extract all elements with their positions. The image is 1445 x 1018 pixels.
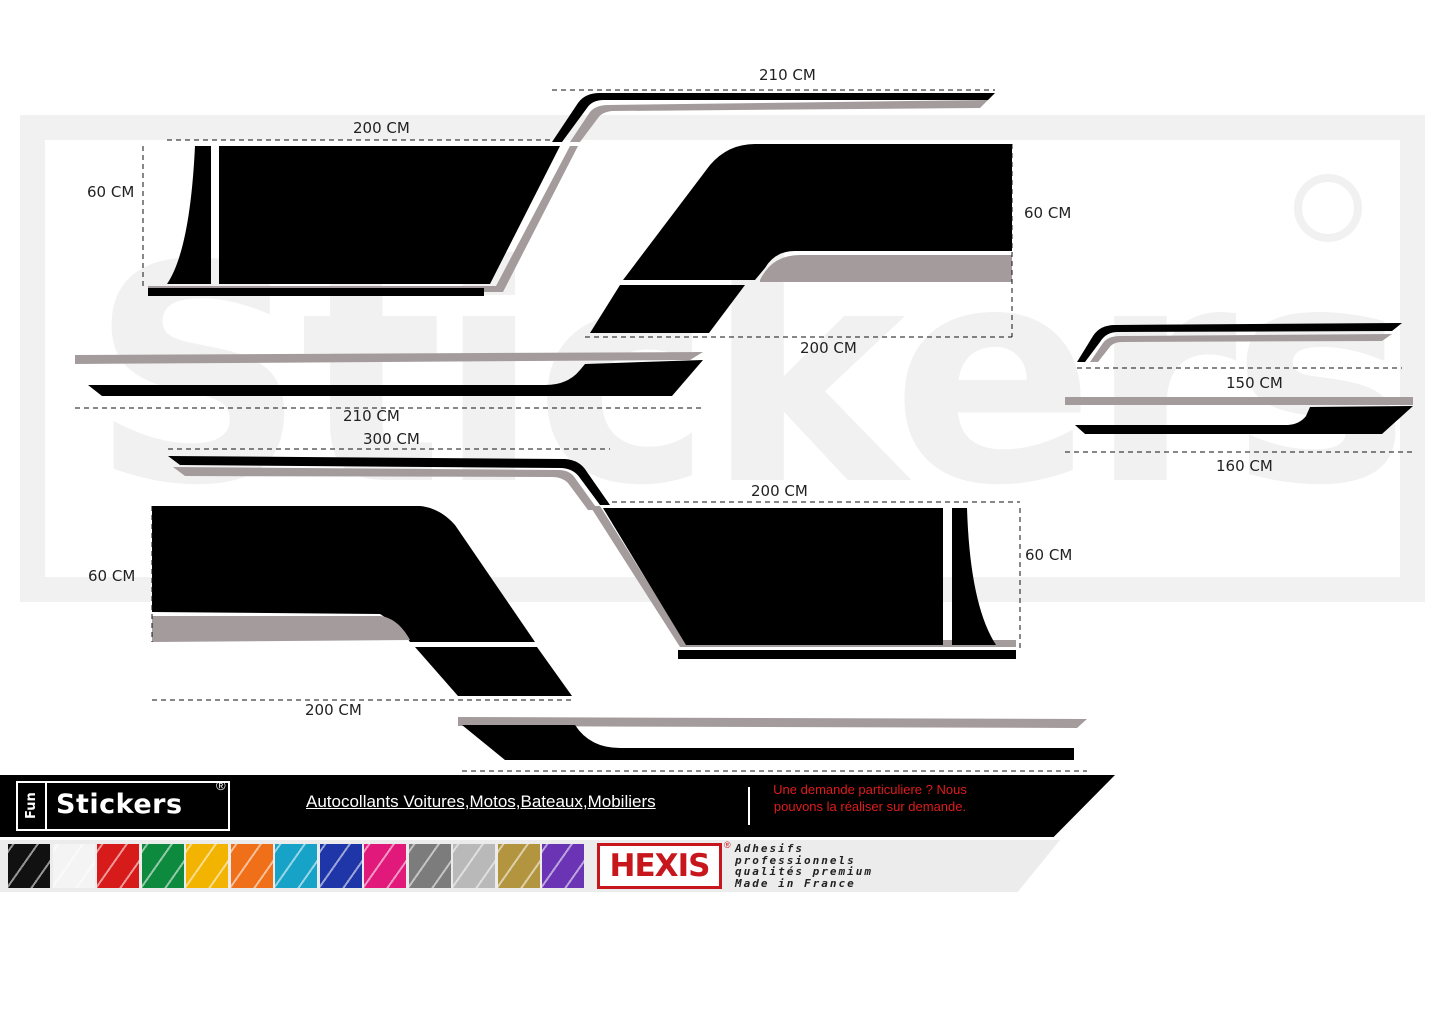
hexis-registered-mark: ® bbox=[724, 840, 731, 850]
color-swatch[interactable] bbox=[8, 844, 50, 888]
lower-long-stripe bbox=[168, 456, 610, 510]
hexis-line-3: qualités premium bbox=[735, 865, 873, 878]
middle-long-stripe bbox=[75, 352, 703, 396]
color-swatch[interactable] bbox=[408, 844, 451, 888]
lower-front-panel bbox=[152, 506, 572, 696]
color-swatch[interactable] bbox=[497, 844, 540, 888]
color-swatch[interactable] bbox=[230, 844, 273, 888]
brand-banner: Fun Stickers ® Autocollants Voitures,Mot… bbox=[0, 775, 1115, 837]
color-swatch-bar: HEXIS ® Adhesifs professionnels qualités… bbox=[0, 840, 1060, 892]
hexis-logo: HEXIS bbox=[597, 843, 722, 889]
dim-rear-right-height: 60 CM bbox=[1024, 204, 1071, 222]
banner-divider bbox=[748, 787, 750, 825]
lower-rear-panel bbox=[590, 506, 1016, 659]
dimension-lines bbox=[75, 89, 1413, 772]
tagline-link[interactable]: Autocollants Voitures,Motos,Bateaux,Mobi… bbox=[306, 792, 656, 811]
color-swatch[interactable] bbox=[453, 844, 495, 888]
fun-stickers-logo: Fun Stickers ® bbox=[16, 778, 230, 831]
upper-top-stripe bbox=[552, 93, 995, 142]
bottom-stripe bbox=[458, 717, 1087, 760]
dim-front-top-width: 200 CM bbox=[353, 119, 410, 137]
dim-lower-right-height: 60 CM bbox=[1025, 546, 1072, 564]
color-swatch[interactable] bbox=[97, 844, 139, 888]
watermark-reg-icon bbox=[1294, 174, 1362, 242]
color-swatch[interactable] bbox=[364, 844, 406, 888]
banner-background bbox=[0, 775, 1115, 837]
color-swatch[interactable] bbox=[52, 844, 95, 888]
color-swatch[interactable] bbox=[186, 844, 228, 888]
hexis-line-2: professionnels bbox=[735, 853, 856, 867]
small-right-stripes bbox=[1065, 323, 1413, 434]
dim-front-left-height: 60 CM bbox=[87, 183, 134, 201]
dim-lower-left-height: 60 CM bbox=[88, 567, 135, 585]
dim-small-bottom-width: 160 CM bbox=[1216, 457, 1273, 475]
hexis-brand-text: HEXIS bbox=[609, 848, 711, 884]
upper-rear-panel bbox=[590, 144, 1012, 333]
hexis-description: Adhesifs professionnels qualités premium… bbox=[735, 843, 935, 889]
logo-separator bbox=[45, 783, 47, 829]
special-request-text: Une demande particuliere ? Nous pouvons … bbox=[773, 782, 967, 814]
color-swatch[interactable] bbox=[275, 844, 317, 888]
logo-registered-mark: ® bbox=[216, 778, 226, 793]
dim-top-gray-stripe: 210 CM bbox=[759, 66, 816, 84]
dim-mid-stripe-width: 210 CM bbox=[343, 407, 400, 425]
logo-fun-text: Fun bbox=[24, 792, 39, 820]
hexis-line-4: Made in France bbox=[735, 876, 856, 890]
color-swatch[interactable] bbox=[542, 844, 584, 888]
dim-small-top-width: 150 CM bbox=[1226, 374, 1283, 392]
dim-lower-right-top-width: 200 CM bbox=[751, 482, 808, 500]
dimension-labels: 210 CM 200 CM 60 CM 60 CM 200 CM 210 CM … bbox=[87, 66, 1283, 719]
dim-rear-bottom-width: 200 CM bbox=[800, 339, 857, 357]
color-swatch[interactable] bbox=[319, 844, 362, 888]
dim-lower-stripe-width: 300 CM bbox=[363, 430, 420, 448]
color-swatch[interactable] bbox=[141, 844, 184, 888]
logo-name-text: Stickers bbox=[56, 789, 183, 820]
upper-front-panel bbox=[148, 146, 578, 296]
hexis-line-1: Adhesifs bbox=[735, 842, 804, 855]
dim-lower-left-bottom-width: 200 CM bbox=[305, 701, 362, 719]
